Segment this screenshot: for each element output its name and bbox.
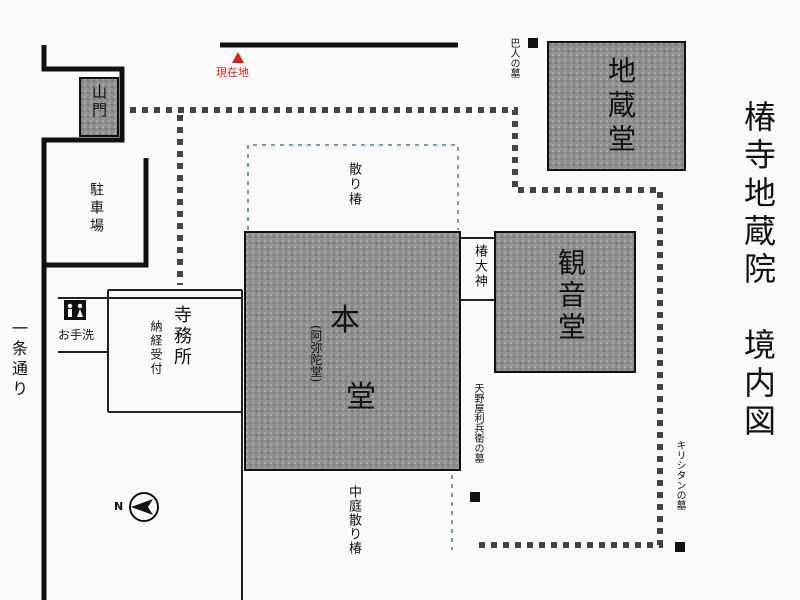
jimusho-sub-label: 納経受付 <box>149 320 163 376</box>
parking-label: 駐車場 <box>88 182 104 236</box>
restroom-label: お手洗 <box>58 328 95 342</box>
west-wall <box>41 45 125 600</box>
dotted-route <box>130 107 663 548</box>
kirishitan-grave-marker <box>675 542 685 552</box>
jimusho-label: 寺務所 <box>171 305 192 368</box>
kirishitan-grave-label: キリシタンの墓 <box>674 440 685 510</box>
compass-north-label: N <box>114 500 124 513</box>
kannondo-building <box>494 231 636 373</box>
tsubaki-okami-label: 椿大神 <box>472 244 487 289</box>
chiri-tsubaki-label: 散り椿 <box>346 162 361 207</box>
jizodo-label: 地蔵堂 <box>604 56 637 158</box>
tree-border <box>247 144 459 550</box>
walls <box>41 42 458 600</box>
street-label: 一条通り <box>9 320 28 400</box>
current-location-icon <box>232 52 244 63</box>
map-title: 椿寺地蔵院 境内図 <box>739 100 777 442</box>
hondo-sub-label: (阿弥陀堂) <box>309 325 323 383</box>
tomoe-grave-marker <box>528 38 538 48</box>
tomoe-grave-label: 巴人の墓 <box>508 38 519 78</box>
hondo-label-top: 本 <box>330 303 360 338</box>
nakaniwa-label: 中庭散り椿 <box>346 485 361 555</box>
hondo-label-bottom: 堂 <box>346 380 376 415</box>
amano-grave-label: 天野屋利兵衛の墓 <box>472 383 483 463</box>
parking-wall <box>44 158 149 268</box>
hondo-building <box>244 231 461 471</box>
compass-icon <box>129 492 159 522</box>
kannondo-label: 観音堂 <box>554 248 587 344</box>
jizodo-building <box>547 41 686 171</box>
sanmon-label: 山門 <box>90 84 108 120</box>
current-location-label: 現在地 <box>216 66 249 79</box>
sanmon-building <box>79 77 119 137</box>
amano-grave-marker <box>470 492 480 502</box>
